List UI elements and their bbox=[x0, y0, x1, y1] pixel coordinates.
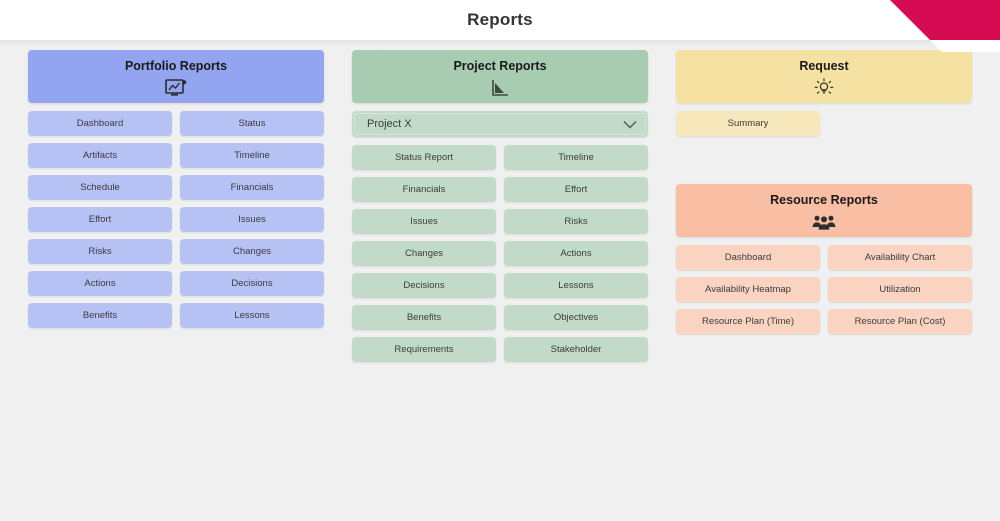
report-button-lessons[interactable]: Lessons bbox=[180, 303, 324, 328]
people-group-icon bbox=[676, 212, 972, 232]
panel-title-project: Project Reports bbox=[453, 59, 547, 73]
area-chart-icon bbox=[352, 78, 648, 98]
chevron-down-icon bbox=[623, 120, 637, 128]
header-accent-shape bbox=[890, 0, 1000, 40]
panel-request: Request bbox=[676, 50, 972, 136]
report-button-schedule[interactable]: Schedule bbox=[28, 175, 172, 200]
report-button-changes[interactable]: Changes bbox=[180, 239, 324, 264]
report-button-financials[interactable]: Financials bbox=[180, 175, 324, 200]
report-button-availability-heatmap[interactable]: Availability Heatmap bbox=[676, 277, 820, 302]
report-button-risks[interactable]: Risks bbox=[504, 209, 648, 234]
report-button-effort[interactable]: Effort bbox=[28, 207, 172, 232]
panel-resource: Resource Reports Dashboard Availability … bbox=[676, 184, 972, 334]
report-button-timeline[interactable]: Timeline bbox=[504, 145, 648, 170]
panel-header-resource: Resource Reports bbox=[676, 184, 972, 237]
column-portfolio: Portfolio Reports Dashboard Status Artif… bbox=[28, 50, 324, 328]
report-button-requirements[interactable]: Requirements bbox=[352, 337, 496, 362]
button-grid-project: Status Report Timeline Financials Effort… bbox=[352, 145, 648, 362]
button-grid-portfolio: Dashboard Status Artifacts Timeline Sche… bbox=[28, 111, 324, 328]
panel-title-resource: Resource Reports bbox=[770, 193, 878, 207]
report-button-benefits[interactable]: Benefits bbox=[28, 303, 172, 328]
report-button-resource-plan-cost[interactable]: Resource Plan (Cost) bbox=[828, 309, 972, 334]
report-button-stakeholder[interactable]: Stakeholder bbox=[504, 337, 648, 362]
report-button-risks[interactable]: Risks bbox=[28, 239, 172, 264]
header-shadow-notch bbox=[930, 40, 1000, 52]
report-button-artifacts[interactable]: Artifacts bbox=[28, 143, 172, 168]
report-button-status-report[interactable]: Status Report bbox=[352, 145, 496, 170]
report-button-utilization[interactable]: Utilization bbox=[828, 277, 972, 302]
panel-header-request: Request bbox=[676, 50, 972, 103]
app-header: Reports bbox=[0, 0, 1000, 40]
report-button-effort[interactable]: Effort bbox=[504, 177, 648, 202]
report-button-dashboard[interactable]: Dashboard bbox=[676, 245, 820, 270]
panel-portfolio: Portfolio Reports Dashboard Status Artif… bbox=[28, 50, 324, 328]
lightbulb-icon bbox=[676, 78, 972, 98]
report-button-issues[interactable]: Issues bbox=[352, 209, 496, 234]
report-button-actions[interactable]: Actions bbox=[504, 241, 648, 266]
report-button-timeline[interactable]: Timeline bbox=[180, 143, 324, 168]
button-grid-request: Summary bbox=[676, 111, 972, 136]
header-shadow bbox=[0, 40, 1000, 50]
button-grid-resource: Dashboard Availability Chart Availabilit… bbox=[676, 245, 972, 334]
panel-project: Project Reports Project X Status bbox=[352, 50, 648, 362]
report-button-dashboard[interactable]: Dashboard bbox=[28, 111, 172, 136]
page-title: Reports bbox=[467, 10, 533, 29]
report-button-decisions[interactable]: Decisions bbox=[352, 273, 496, 298]
report-button-changes[interactable]: Changes bbox=[352, 241, 496, 266]
report-button-resource-plan-time[interactable]: Resource Plan (Time) bbox=[676, 309, 820, 334]
column-project: Project Reports Project X Status bbox=[352, 50, 648, 362]
report-button-status[interactable]: Status bbox=[180, 111, 324, 136]
column-right: Request bbox=[676, 50, 972, 334]
report-button-lessons[interactable]: Lessons bbox=[504, 273, 648, 298]
report-button-availability-chart[interactable]: Availability Chart bbox=[828, 245, 972, 270]
panel-header-portfolio: Portfolio Reports bbox=[28, 50, 324, 103]
panel-title-request: Request bbox=[799, 59, 849, 73]
report-button-financials[interactable]: Financials bbox=[352, 177, 496, 202]
report-button-issues[interactable]: Issues bbox=[180, 207, 324, 232]
reports-board: Portfolio Reports Dashboard Status Artif… bbox=[0, 50, 1000, 521]
report-button-actions[interactable]: Actions bbox=[28, 271, 172, 296]
chart-monitor-icon bbox=[28, 78, 324, 98]
report-button-decisions[interactable]: Decisions bbox=[180, 271, 324, 296]
panel-title-portfolio: Portfolio Reports bbox=[124, 59, 228, 73]
report-button-summary[interactable]: Summary bbox=[676, 111, 820, 136]
report-button-objectives[interactable]: Objectives bbox=[504, 305, 648, 330]
project-select-value: Project X bbox=[367, 118, 412, 130]
report-button-benefits[interactable]: Benefits bbox=[352, 305, 496, 330]
panel-header-project: Project Reports bbox=[352, 50, 648, 103]
project-select[interactable]: Project X bbox=[352, 111, 648, 137]
